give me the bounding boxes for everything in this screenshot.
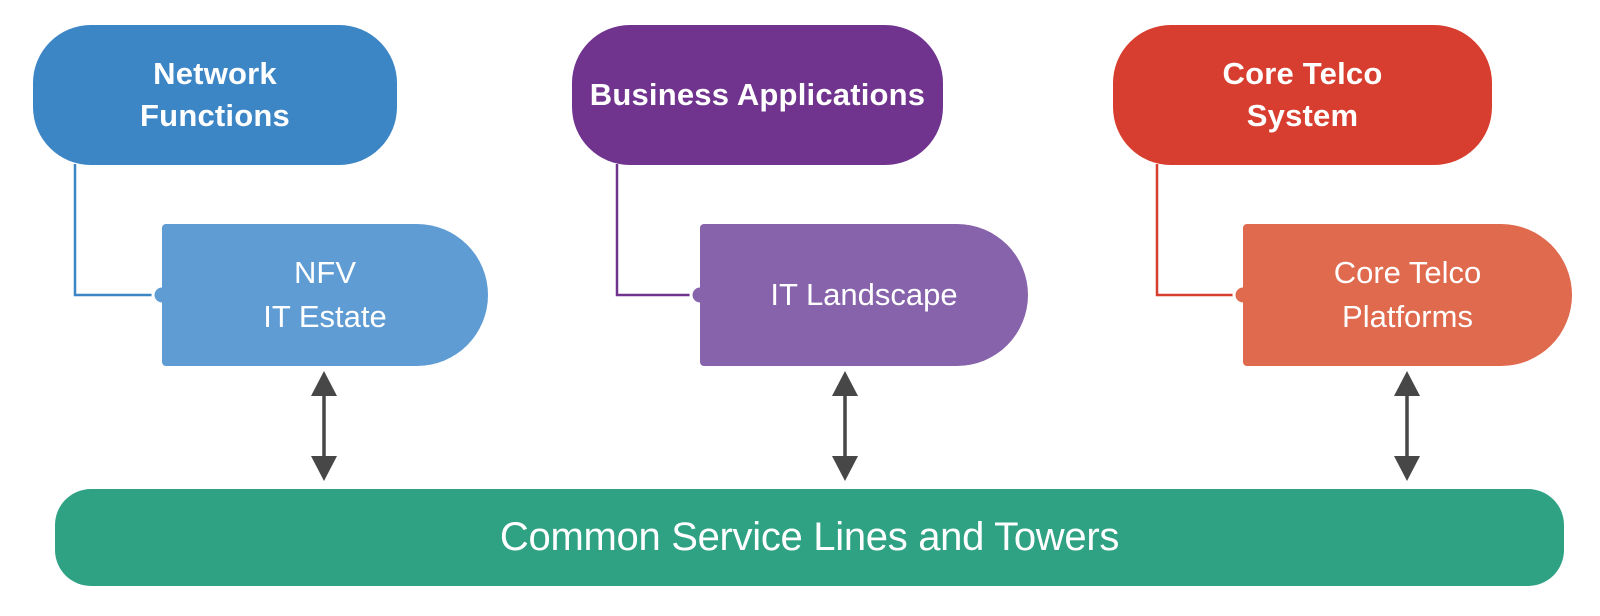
arrowhead-down [311,456,337,481]
arrowhead-up [832,371,858,396]
arrowhead-down [832,456,858,481]
box-nfv-it-estate-label: NFV IT Estate [263,255,387,334]
elbow-connector-line [615,164,696,297]
double-arrow-icon [311,371,337,481]
elbow-connector-line [1155,164,1239,297]
box-it-landscape-label: IT Landscape [770,277,958,312]
bar-common-service-lines: Common Service Lines and Towers [55,489,1564,586]
elbow-connector-line [73,164,158,297]
box-it-landscape: IT Landscape [700,224,1028,366]
box-core-telco-platforms-label: Core Telco Platforms [1333,255,1482,334]
pill-core-telco-system-label: Core Telco System [1222,56,1383,133]
arrowhead-up [1394,371,1420,396]
double-arrow-icon [832,371,858,481]
pill-network-functions-label: Network Functions [140,56,290,133]
pill-business-applications-label: Business Applications [589,77,926,112]
double-arrow-icon [1394,371,1420,481]
pill-network-functions: Network Functions [33,25,397,165]
arrowhead-up [311,371,337,396]
arrowhead-down [1394,456,1420,481]
box-nfv-it-estate: NFV IT Estate [162,224,488,366]
box-core-telco-platforms: Core Telco Platforms [1243,224,1572,366]
pill-business-applications: Business Applications [572,25,943,165]
bar-common-service-lines-label: Common Service Lines and Towers [499,515,1120,559]
pill-core-telco-system: Core Telco System [1113,25,1492,165]
